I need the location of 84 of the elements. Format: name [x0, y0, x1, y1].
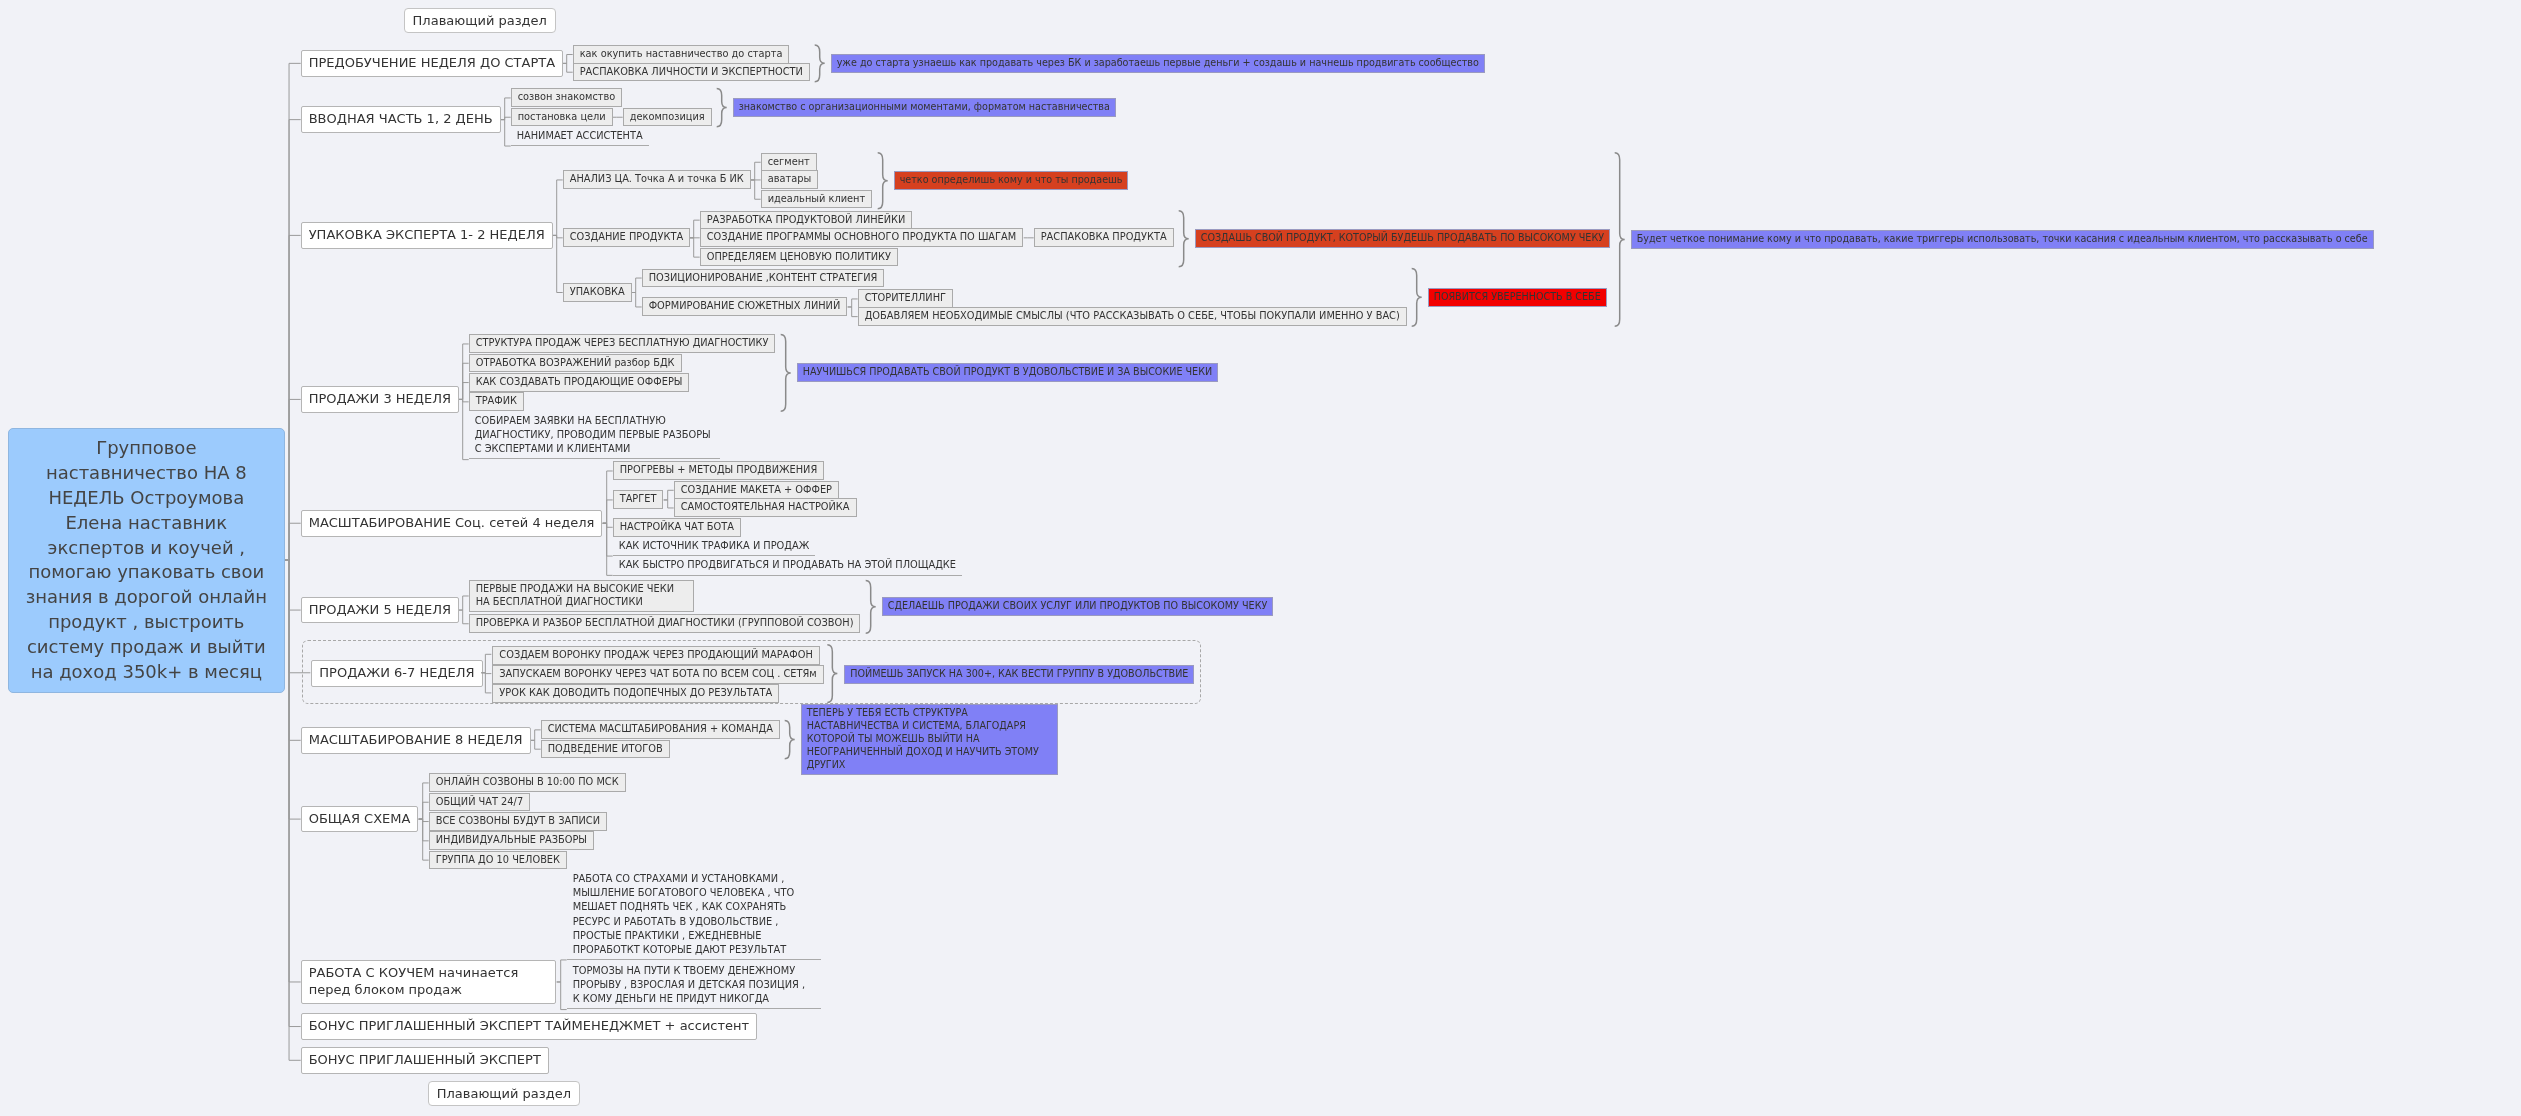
summary-note: НАУЧИШЬСЯ ПРОДАВАТЬ СВОЙ ПРОДУКТ В УДОВОЛЬСТВИЕ И ЗА ВЫСОКИЕ ЧЕКИ: [796, 363, 1219, 383]
connector-line: [458, 609, 470, 625]
subtopic-box: ОПРЕДЕЛЯЕМ ЦЕНОВУЮ ПОЛИТИКУ: [699, 247, 898, 267]
subtopic-box: РАСПАКОВКА ЛИЧНОСТИ И ЭКСПЕРТНОСТИ: [572, 62, 810, 82]
subtopic-box: ПРОГРЕВЫ + МЕТОДЫ ПРОДВИЖЕНИЯ: [612, 461, 825, 481]
connector-line: [552, 234, 564, 293]
connector-line: [418, 818, 430, 861]
subtopic-text: ТОРМОЗЫ НА ПУТИ К ТВОЕМУ ДЕНЕЖНОМУ ПРОРЫВУ , ВЗРОСЛАЯ И ДЕТСКАЯ ПОЗИЦИЯ , К КОМУ ДЕНЬГИ НЕ ПРИДУТ НИКОГДА: [566, 961, 821, 1010]
branch-box: ОБЩАЯ СХЕМА: [300, 805, 419, 833]
subtopic-box: идеальный клиент: [760, 189, 873, 209]
branch-box: ПРОДАЖИ 3 НЕДЕЛЯ: [300, 385, 459, 413]
subtopic-box: как окупить наставничество до старта: [572, 45, 790, 64]
subtopic-box: постановка цели: [510, 107, 613, 127]
branch-box: МАСШТАБИРОВАНИЕ Соц. сетей 4 неделя: [300, 509, 603, 537]
subtopic-box: СИСТЕМА МАСШТАБИРОВАНИЯ + КОМАНДА: [540, 720, 780, 740]
subtopic-box: ПЕРВЫЕ ПРОДАЖИ НА ВЫСОКИЕ ЧЕКИ НА БЕСПЛАТНОЙ ДИАГНОСТИКИ: [468, 580, 694, 612]
connector-line: [562, 62, 574, 73]
connector-line: [689, 237, 701, 258]
subtopic-box: ОБЩИЙ ЧАТ 24/7: [428, 792, 531, 812]
subtopic-box: ВСЕ СОЗВОНЫ БУДУТ В ЗАПИСИ: [428, 812, 608, 831]
branch-box: БОНУС ПРИГЛАШЕННЫЙ ЭКСПЕРТ: [300, 1046, 549, 1074]
subtopic-box: СТРУКТУРА ПРОДАЖ ЧЕРЕЗ БЕСПЛАТНУЮ ДИАГНОСТИКУ: [468, 334, 776, 354]
subtopic-box: АНАЛИЗ ЦА. Точка А и точка Б ИК: [562, 170, 751, 190]
subtopic-box: САМОСТОЯТЕЛЬНАЯ НАСТРОЙКА: [673, 498, 857, 518]
summary-note: знакомство с организационными моментами, форматом наставничества: [732, 98, 1116, 117]
subtopic-text: НАНИМАЕТ АССИСТЕНТА: [510, 127, 649, 147]
subtopic-box: РАСПАКОВКА ПРОДУКТА: [1033, 228, 1174, 248]
subtopic-box: ПОЗИЦИОНИРОВАНИЕ ,КОНТЕНТ СТРАТЕГИЯ: [641, 268, 885, 288]
subtopic-text: КАК БЫСТРО ПРОДВИГАТЬСЯ И ПРОДАВАТЬ НА ЭТОЙ ПЛОЩАДКЕ: [612, 556, 963, 576]
branch-box: УПАКОВКА ЭКСПЕРТА 1- 2 НЕДЕЛЯ: [300, 221, 553, 249]
subtopic-box: НАСТРОЙКА ЧАТ БОТА: [612, 517, 741, 537]
branch-box: БОНУС ПРИГЛАШЕННЫЙ ЭКСПЕРТ ТАЙМЕНЕДЖМЕТ + ассистент: [300, 1013, 758, 1040]
connector-line: [480, 672, 492, 694]
subtopic-text: РАБОТА СО СТРАХАМИ И УСТАНОВКАМИ , МЫШЛЕНИЕ БОГАТОВОГО ЧЕЛОВЕКА , ЧТО МЕШАЕТ ПОДНЯТЬ ЧЕК , КАК СОХРАНЯТЬ РЕСУРС И РАБОТАТЬ В УДОВОЛЬСТВИЕ , ПРОСТЫЕ ПРАКТИКИ , ЕЖЕДНЕВНЫЕ ПРОРАБОТКТ КОТОРЫЕ ДАЮТ РЕЗУЛЬТАТ: [566, 869, 821, 961]
subtopic-box: ТАРГЕТ: [612, 490, 664, 510]
subtopic-box: ТРАФИК: [468, 392, 524, 412]
summary-note: СДЕЛАЕШЬ ПРОДАЖИ СВОИХ УСЛУГ ИЛИ ПРОДУКТОВ ПО ВЫСОКОМУ ЧЕКУ: [881, 597, 1274, 617]
connector-line: [530, 739, 542, 750]
subtopic-box: ЗАПУСКАЕМ ВОРОНКУ ЧЕРЕЗ ЧАТ БОТА ПО ВСЕМ СОЦ . СЕТЯм: [492, 665, 824, 684]
floating-topic-box: Плавающий раздел: [403, 8, 556, 34]
summary-note: Будет четкое понимание кому и что продавать, какие триггеры использовать, точки касания с идеальным клиентом, что рассказывать о себе: [1630, 229, 2374, 249]
subtopic-text: КАК ИСТОЧНИК ТРАФИКА И ПРОДАЖ: [612, 537, 816, 557]
summary-note: уже до старта узнаешь как продавать через БК и заработаешь первые деньги + создашь и начнешь продвигать сообщество: [830, 53, 1485, 73]
summary-note: ПОЯВИТСЯ УВЕРЕННОСТЬ В СЕБЕ: [1427, 287, 1607, 307]
branch-box: ПРОДАЖИ 6-7 НЕДЕЛЯ: [311, 660, 483, 688]
subtopic-box: КАК СОЗДАВАТЬ ПРОДАЮЩИЕ ОФФЕРЫ: [468, 373, 690, 392]
subtopic-box: декомпозиция: [622, 107, 712, 127]
subtopic-box: УРОК КАК ДОВОДИТЬ ПОДОПЕЧНЫХ ДО РЕЗУЛЬТАТА: [492, 684, 780, 704]
subtopic-box: ОТРАБОТКА ВОЗРАЖЕНИЙ разбор БДК: [468, 353, 682, 373]
subtopic-box: ФОРМИРОВАНИЕ СЮЖЕТНЫХ ЛИНИЙ: [641, 297, 848, 317]
dashed-boundary: [302, 639, 1202, 705]
branch-box: ПРЕДОБУЧЕНИЕ НЕДЕЛЯ ДО СТАРТА: [300, 49, 564, 77]
subtopic-box: СОЗДАЕМ ВОРОНКУ ПРОДАЖ ЧЕРЕЗ ПРОДАЮЩИЙ МАРАФОН: [492, 645, 820, 665]
summary-note: ПОЙМЕШЬ ЗАПУСК НА 300+, КАК ВЕСТИ ГРУППУ В УДОВОЛЬСТВИЕ: [844, 665, 1195, 684]
subtopic-box: ПРОВЕРКА И РАЗБОР БЕСПЛАТНОЙ ДИАГНОСТИКИ (ГРУППОВОЙ СОЗВОН): [468, 614, 861, 633]
branch-box: МАСШТАБИРОВАНИЕ 8 НЕДЕЛЯ: [300, 726, 531, 754]
connector-line: [612, 116, 624, 118]
connector-line: [500, 119, 512, 147]
subtopic-box: ДОБАВЛЯЕМ НЕОБХОДИМЫЕ СМЫСЛЫ (ЧТО РАССКАЗЫВАТЬ О СЕБЕ, ЧТОБЫ ПОКУПАЛИ ИМЕННО У ВАС): [857, 307, 1407, 326]
subtopic-box: СОЗДАНИЕ ПРОДУКТА: [562, 228, 691, 248]
subtopic-box: СОЗДАНИЕ ПРОГРАММЫ ОСНОВНОГО ПРОДУКТА ПО ШАГАМ: [699, 228, 1024, 248]
connector-line: [847, 306, 859, 318]
subtopic-box: аватары: [760, 170, 819, 190]
branch-box: ПРОДАЖИ 5 НЕДЕЛЯ: [300, 596, 459, 624]
subtopic-box: ИНДИВИДУАЛЬНЫЕ РАЗБОРЫ: [428, 831, 595, 851]
connector-line: [556, 981, 568, 1011]
summary-note: четко определишь кому и что ты продаешь: [893, 171, 1129, 191]
connector-line: [1023, 237, 1035, 239]
connector-line: [602, 522, 614, 576]
branch-box: РАБОТА С КОУЧЕМ начинается перед блоком продаж: [300, 959, 557, 1004]
subtopic-text: СОБИРАЕМ ЗАЯВКИ НА БЕСПЛАТНУЮ ДИАГНОСТИКУ, ПРОВОДИМ ПЕРВЫЕ РАЗБОРЫ С ЭКСПЕРТАМИ И КЛИЕНТАМИ: [468, 411, 720, 460]
floating-topic-box: Плавающий раздел: [427, 1080, 581, 1106]
subtopic-box: УПАКОВКА: [562, 283, 632, 302]
subtopic-box: созвон знакомство: [510, 88, 623, 108]
subtopic-box: ОНЛАЙН СОЗВОНЫ В 10:00 ПО МСК: [428, 773, 626, 793]
connector-line: [750, 179, 762, 200]
connector-line: [458, 398, 470, 461]
branch-box: ВВОДНАЯ ЧАСТЬ 1, 2 ДЕНЬ: [300, 106, 501, 133]
summary-note: СОЗДАШЬ СВОЙ ПРОДУКТ, КОТОРЫЙ БУДЕШЬ ПРОДАВАТЬ ПО ВЫСОКОМУ ЧЕКУ: [1194, 229, 1611, 249]
subtopic-box: ГРУППА ДО 10 ЧЕЛОВЕК: [428, 850, 567, 870]
summary-note: ТЕПЕРЬ У ТЕБЯ ЕСТЬ СТРУКТУРА НАСТАВНИЧЕСТВА И СИСТЕМА, БЛАГОДАРЯ КОТОРОЙ ТЫ МОЖЕШЬ ВЫЙТИ НА НЕОГРАНИЧЕННЫЙ ДОХОД И НАУЧИТЬ ЭТОМУ ДРУГИХ: [800, 704, 1058, 775]
connector-line: [663, 499, 675, 509]
subtopic-box: ПОДВЕДЕНИЕ ИТОГОВ: [540, 739, 670, 759]
topic-box: Групповое наставничество НА 8 НЕДЕЛЬ Остроумова Елена наставник экспертов и коучей , помогаю упаковать свои знания в дорогой онлайн продукт , выстроить систему продаж и выйти на доход 350k+ в месяц: [8, 427, 285, 694]
